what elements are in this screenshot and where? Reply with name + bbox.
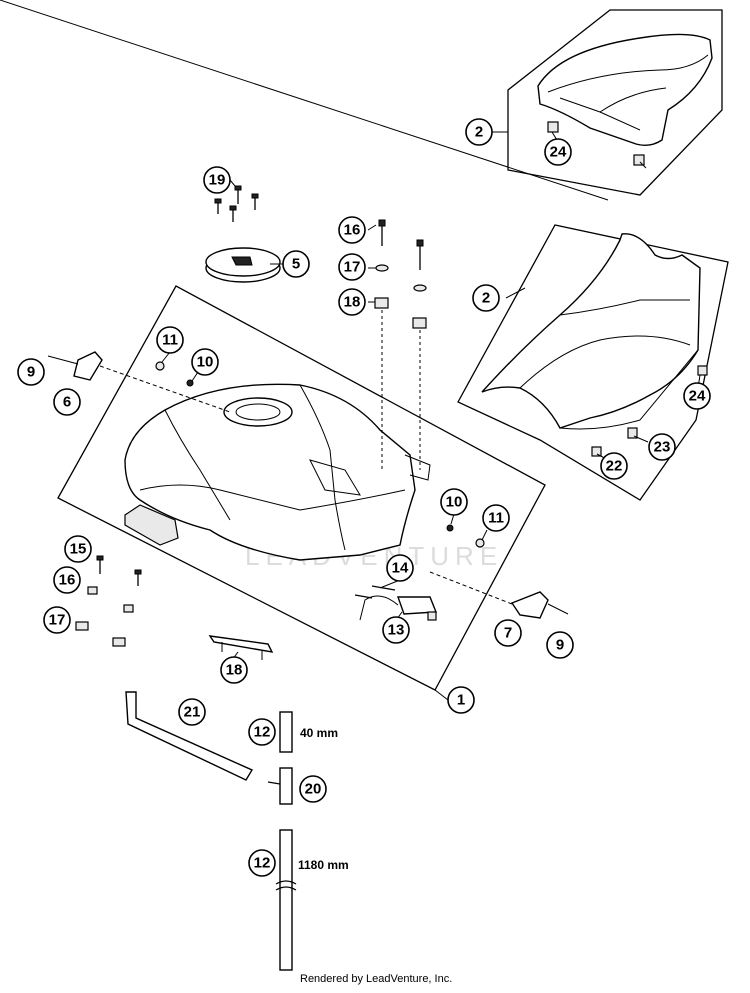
callout-label: 2 (475, 124, 483, 141)
callout-label: 13 (388, 622, 405, 639)
callout-11-top: 11 (156, 326, 184, 354)
fuel-tank-part (124, 383, 431, 561)
callout-label: 11 (488, 510, 504, 527)
callout-label: 6 (63, 394, 71, 411)
callout-19: 19 (203, 166, 231, 194)
callout-label: 17 (49, 612, 66, 629)
callout-9-left: 9 (17, 358, 45, 386)
callout-17-left: 16 (53, 566, 81, 594)
callout-label: 9 (556, 637, 564, 654)
group-frame-1 (57, 285, 546, 701)
callout-label: 2 (482, 290, 490, 307)
callout-12-top: 12 (248, 718, 276, 746)
callout-9-right: 9 (546, 631, 574, 659)
callout-17-top: 17 (338, 253, 366, 281)
callout-label: 15 (70, 541, 87, 558)
callout-14: 14 (386, 554, 414, 582)
callout-13: 13 (382, 616, 410, 644)
callout-label: 16 (344, 222, 361, 239)
screws-19-part (214, 185, 259, 222)
callout-5: 5 (282, 250, 310, 278)
callout-label: 19 (209, 172, 226, 189)
callout-16-left: 15 (64, 535, 92, 563)
dimension-40mm: 40 mm (300, 726, 338, 740)
trim-strip-15-part (208, 635, 274, 660)
callout-label: 7 (504, 625, 512, 642)
render-credit: Rendered by LeadVenture, Inc. (300, 973, 453, 985)
group-frame-2 (457, 224, 729, 501)
callout-4: 2 (465, 118, 493, 146)
callout-label: 12 (254, 855, 271, 872)
callout-label: 10 (446, 494, 463, 511)
callout-label: 18 (344, 294, 361, 311)
callout-label: 22 (606, 458, 623, 475)
callout-label: 1 (457, 692, 465, 709)
callout-11-right: 11 (482, 504, 510, 532)
dimension-1180mm: 1180 mm (298, 858, 349, 872)
callout-22: 22 (600, 452, 628, 480)
mount-hardware-left-part (75, 555, 142, 647)
callout-6: 6 (53, 388, 81, 416)
group-frame-4 (492, 9, 723, 196)
callout-label: 12 (254, 724, 271, 741)
callout-1: 1 (447, 686, 475, 714)
t-connector-20-part (267, 767, 293, 805)
callout-15: 18 (220, 656, 248, 684)
callout-23: 23 (648, 433, 676, 461)
callout-18-top: 18 (338, 288, 366, 316)
fuel-pump-part (354, 585, 438, 621)
callout-label: 9 (27, 364, 35, 381)
callout-18-left: 17 (43, 606, 71, 634)
callout-label: 10 (197, 354, 214, 371)
callout-16-top: 16 (338, 216, 366, 244)
callout-20: 20 (299, 775, 327, 803)
callout-label: 21 (184, 704, 201, 721)
fuel-cap-part (205, 247, 281, 283)
callout-7: 7 (494, 619, 522, 647)
callout-2: 2 (472, 284, 500, 312)
callout-10-top: 10 (191, 348, 219, 376)
callout-label: 18 (226, 662, 243, 679)
callout-label: 11 (162, 332, 178, 349)
callout-10-right: 10 (440, 488, 468, 516)
callout-label: 17 (344, 259, 361, 276)
callout-12-bottom: 12 (248, 849, 276, 877)
callout-label: 24 (689, 388, 706, 405)
rear-seat-cover-part (537, 33, 713, 166)
callout-label: 16 (59, 572, 76, 589)
callout-24-mid: 24 (683, 382, 711, 410)
callout-label: 14 (392, 560, 409, 577)
callout-24-top: 24 (544, 138, 572, 166)
callout-label: 5 (292, 256, 300, 273)
callout-label: 23 (654, 439, 671, 456)
tank-trim-7-part (429, 571, 569, 619)
rider-seat-part (481, 233, 708, 457)
tank-trim-6-part (47, 351, 231, 413)
hose-12-short-part (279, 711, 293, 753)
mount-hardware-top-part (374, 219, 427, 470)
hose-21-part (125, 691, 254, 781)
callout-label: 24 (550, 144, 567, 161)
callout-21: 21 (178, 698, 206, 726)
fasteners-10-11-part (155, 361, 485, 548)
hose-12-long-part (275, 829, 297, 971)
callout-label: 20 (305, 781, 322, 798)
